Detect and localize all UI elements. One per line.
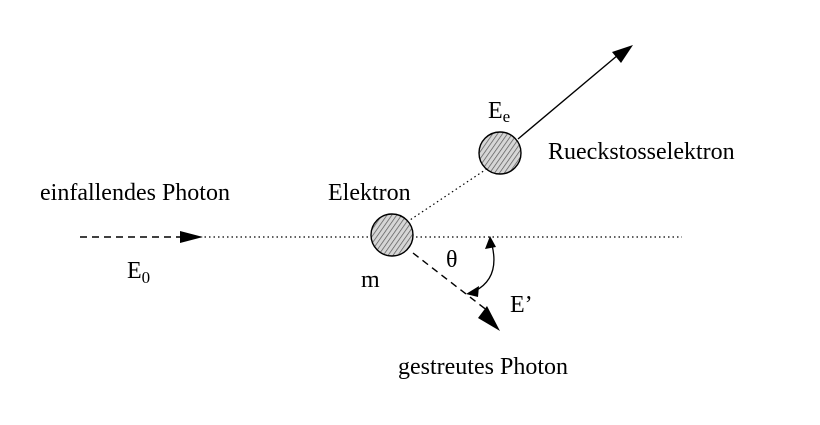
scattered-photon-arrow [412,252,489,312]
electron-label: Elektron [328,180,411,206]
recoil-energy-label: Ee [488,98,510,126]
scattered-photon-arrowhead [478,306,500,331]
incident-energy-label: E0 [127,258,150,287]
incident-energy-subscript: 0 [142,268,151,287]
angle-arc [474,244,495,292]
scattered-photon-label: gestreutes Photon [398,354,568,380]
recoil-electron-particle [478,131,522,175]
incident-photon-arrowhead [180,231,203,243]
angle-arc-arrowhead [485,236,496,249]
recoil-electron-arrow [517,54,619,140]
electron-particle [370,213,414,257]
incident-energy-main: E [127,258,142,284]
recoil-energy-subscript: e [503,107,511,126]
recoil-electron-arrowhead [612,45,633,63]
recoil-path-line [406,167,489,223]
incident-photon-label: einfallendes Photon [40,180,230,206]
recoil-electron-label: Rueckstosselektron [548,139,735,165]
angle-label: θ [446,247,458,273]
recoil-energy-main: E [488,98,503,124]
mass-label: m [361,267,380,293]
angle-arc-arrowhead-end [466,286,479,297]
scattered-energy-label: E’ [510,292,533,318]
